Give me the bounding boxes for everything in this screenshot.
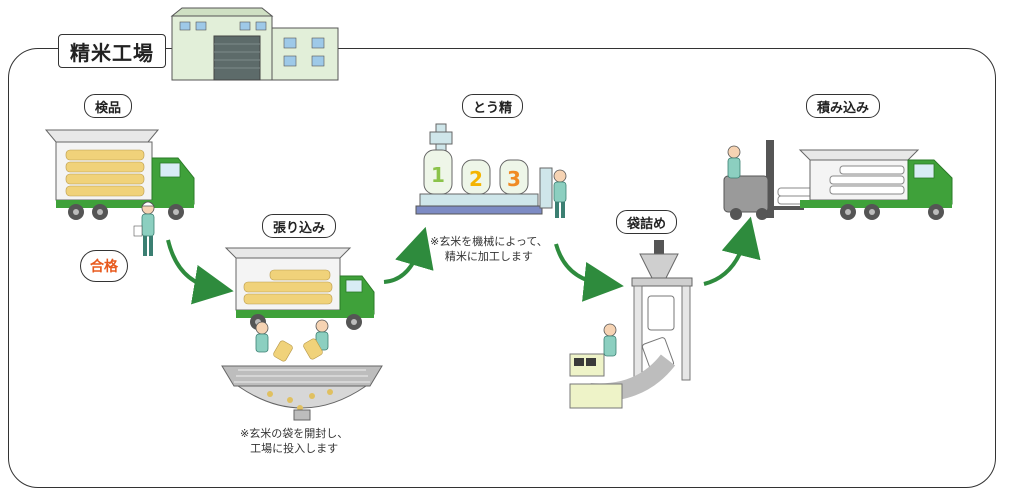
- machine-number-2: 2: [469, 167, 483, 191]
- milling-note: ※玄米を機械によって、 精米に加工します: [430, 234, 548, 264]
- factory-building-icon: [170, 7, 339, 81]
- step-loading-label: 積み込み: [806, 94, 881, 118]
- step-milling-label: とう精: [462, 94, 524, 118]
- machine-number-1: 1: [431, 163, 445, 187]
- intake-note-line-1: ※玄米の袋を開封し、: [240, 427, 349, 440]
- intake-note-line-2: 工場に投入します: [250, 442, 339, 455]
- intake-truck-icon: [224, 247, 375, 330]
- flow-arrow-4: [703, 216, 761, 286]
- intake-note: ※玄米の袋を開封し、 工場に投入します: [240, 426, 348, 456]
- flow-arrow-2: [383, 226, 434, 284]
- milling-note-line-1: ※玄米を機械によって、: [430, 235, 548, 248]
- worker-icon: [133, 201, 155, 256]
- machine-number-3: 3: [507, 167, 521, 191]
- milling-machine-icon: 1 2 3: [415, 123, 567, 218]
- delivery-truck-icon: [44, 129, 195, 220]
- bagging-machine-icon: [569, 240, 693, 409]
- step-inspection-label: 検品: [84, 94, 133, 118]
- forklift-truck-icon: [723, 140, 953, 220]
- flow-arrow-1: [166, 239, 234, 305]
- milling-note-line-2: 精米に加工します: [444, 250, 533, 263]
- factory-frame: [8, 48, 996, 488]
- step-bagging-label: 袋詰め: [616, 210, 678, 234]
- flow-arrow-3: [554, 243, 624, 302]
- pass-badge: 合格: [80, 250, 128, 282]
- page-title: 精米工場: [58, 34, 166, 68]
- step-intake-label: 張り込み: [262, 214, 337, 238]
- intake-hopper-icon: [221, 319, 383, 421]
